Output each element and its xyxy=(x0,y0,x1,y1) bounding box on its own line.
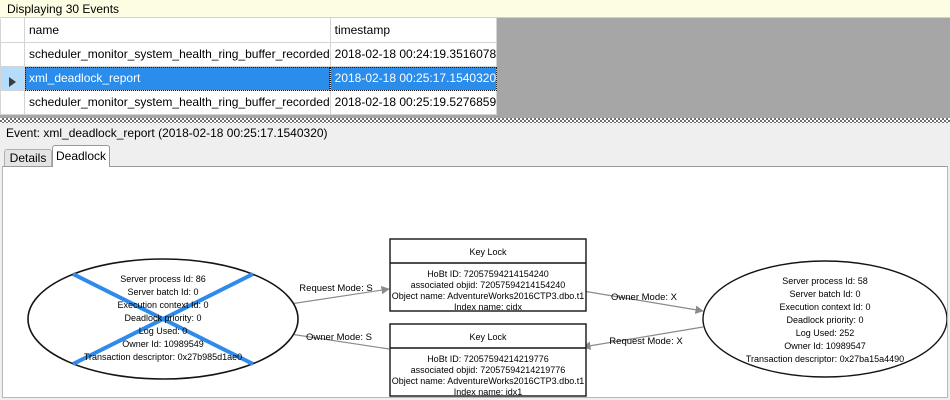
process-left-line-4: Log Used: 0 xyxy=(139,326,188,336)
row-selector-cell[interactable] xyxy=(0,90,25,115)
edge-label-left-request-s: Request Mode: S xyxy=(299,283,372,294)
keylock-top-line-2: Object name: AdventureWorks2016CTP3.dbo.… xyxy=(392,291,584,301)
keylock-top-line-1: associated objid: 72057594214154240 xyxy=(411,280,566,290)
table-row[interactable]: scheduler_monitor_system_health_ring_buf… xyxy=(0,42,498,67)
resource-node-keylock-top[interactable]: Key Lock HoBt ID: 72057594214154240 asso… xyxy=(389,238,587,312)
deadlock-graph-canvas[interactable]: Server process Id: 86 Server batch Id: 0… xyxy=(2,166,948,398)
keylock-bottom-title: Key Lock xyxy=(469,332,507,342)
process-right-line-5: Owner Id: 10989547 xyxy=(784,341,866,351)
resource-node-keylock-bottom[interactable]: Key Lock HoBt ID: 72057594214219776 asso… xyxy=(389,323,587,397)
row-selector-cell[interactable] xyxy=(0,42,25,67)
edge-label-left-owner-s: Owner Mode: S xyxy=(306,332,372,343)
edge-label-right-owner-x: Owner Mode: X xyxy=(611,292,678,303)
process-node-right[interactable]: Server process Id: 58 Server batch Id: 0… xyxy=(702,260,947,378)
deadlock-victim-x-icon xyxy=(72,272,254,366)
column-header-name[interactable]: name xyxy=(24,18,331,43)
events-grid[interactable]: name timestamp scheduler_monitor_system_… xyxy=(0,18,498,115)
process-right-line-1: Server batch Id: 0 xyxy=(789,289,860,299)
edge-left-request-s-line xyxy=(276,285,390,307)
process-left-line-5: Owner Id: 10989549 xyxy=(122,339,204,349)
process-left-line-0: Server process Id: 86 xyxy=(120,274,206,284)
process-left-line-2: Execution context Id: 0 xyxy=(117,300,208,310)
keylock-top-line-0: HoBt ID: 72057594214154240 xyxy=(427,269,549,279)
table-header-row: name timestamp xyxy=(0,18,498,43)
process-right-line-3: Deadlock priority: 0 xyxy=(786,315,863,325)
keylock-bottom-line-1: associated objid: 72057594214219776 xyxy=(411,365,566,375)
process-left-line-3: Deadlock priority: 0 xyxy=(124,313,201,323)
keylock-top-title: Key Lock xyxy=(469,247,507,257)
process-right-line-0: Server process Id: 58 xyxy=(782,276,868,286)
tab-deadlock[interactable]: Deadlock xyxy=(52,145,110,167)
cell-name[interactable]: xml_deadlock_report xyxy=(24,66,331,91)
column-header-selector[interactable] xyxy=(0,18,25,43)
cell-name[interactable]: scheduler_monitor_system_health_ring_buf… xyxy=(24,42,331,67)
edge-label-right-request-x: Request Mode: X xyxy=(609,336,683,347)
cell-timestamp[interactable]: 2018-02-18 00:24:19.3516078 xyxy=(329,42,498,67)
keylock-bottom-line-2: Object name: AdventureWorks2016CTP3.dbo.… xyxy=(392,376,584,386)
keylock-bottom-box[interactable] xyxy=(389,323,587,397)
table-row[interactable]: scheduler_monitor_system_health_ring_buf… xyxy=(0,90,498,115)
process-right-line-2: Execution context Id: 0 xyxy=(779,302,870,312)
row-selector-cell[interactable] xyxy=(0,66,25,91)
process-right-line-6: Transaction descriptor: 0x27ba15a4490 xyxy=(746,354,904,364)
horizontal-splitter[interactable] xyxy=(0,118,950,123)
keylock-bottom-line-0: HoBt ID: 72057594214219776 xyxy=(427,354,549,364)
process-left-line-1: Server batch Id: 0 xyxy=(127,287,198,297)
keylock-top-line-3: Index name: cidx xyxy=(454,302,523,312)
process-right-line-4: Log Used: 252 xyxy=(796,328,855,338)
deadlock-graph-svg: Server process Id: 86 Server batch Id: 0… xyxy=(27,238,947,397)
events-banner: Displaying 30 Events xyxy=(0,0,950,18)
column-header-timestamp[interactable]: timestamp xyxy=(329,18,498,43)
event-title-label: Event: xml_deadlock_report (2018-02-18 0… xyxy=(6,126,328,140)
process-node-right-ellipse[interactable] xyxy=(702,260,947,378)
cell-timestamp[interactable]: 2018-02-18 00:25:17.1540320 xyxy=(329,66,498,91)
process-left-line-6: Transaction descriptor: 0x27b985d1ae0 xyxy=(84,352,242,362)
cell-name[interactable]: scheduler_monitor_system_health_ring_buf… xyxy=(24,90,331,115)
edge-right-owner-x-line xyxy=(582,290,704,314)
keylock-bottom-line-3: Index name: idx1 xyxy=(454,387,523,397)
cell-timestamp[interactable]: 2018-02-18 00:25:19.5276859 xyxy=(329,90,498,115)
tab-details[interactable]: Details xyxy=(4,149,52,167)
current-row-arrow-icon xyxy=(9,77,16,87)
event-detail-pane: Event: xml_deadlock_report (2018-02-18 0… xyxy=(0,123,950,400)
detail-tabstrip[interactable]: Details Deadlock xyxy=(0,145,950,167)
edge-right-request-x-line xyxy=(582,326,704,350)
events-grid-area[interactable]: name timestamp scheduler_monitor_system_… xyxy=(0,18,950,118)
events-count-label: Displaying 30 Events xyxy=(7,2,120,16)
table-row-selected[interactable]: xml_deadlock_report 2018-02-18 00:25:17.… xyxy=(0,66,498,91)
edge-left-owner-s-line xyxy=(276,328,390,350)
keylock-top-box[interactable] xyxy=(389,238,587,312)
process-node-left[interactable]: Server process Id: 86 Server batch Id: 0… xyxy=(27,258,299,380)
